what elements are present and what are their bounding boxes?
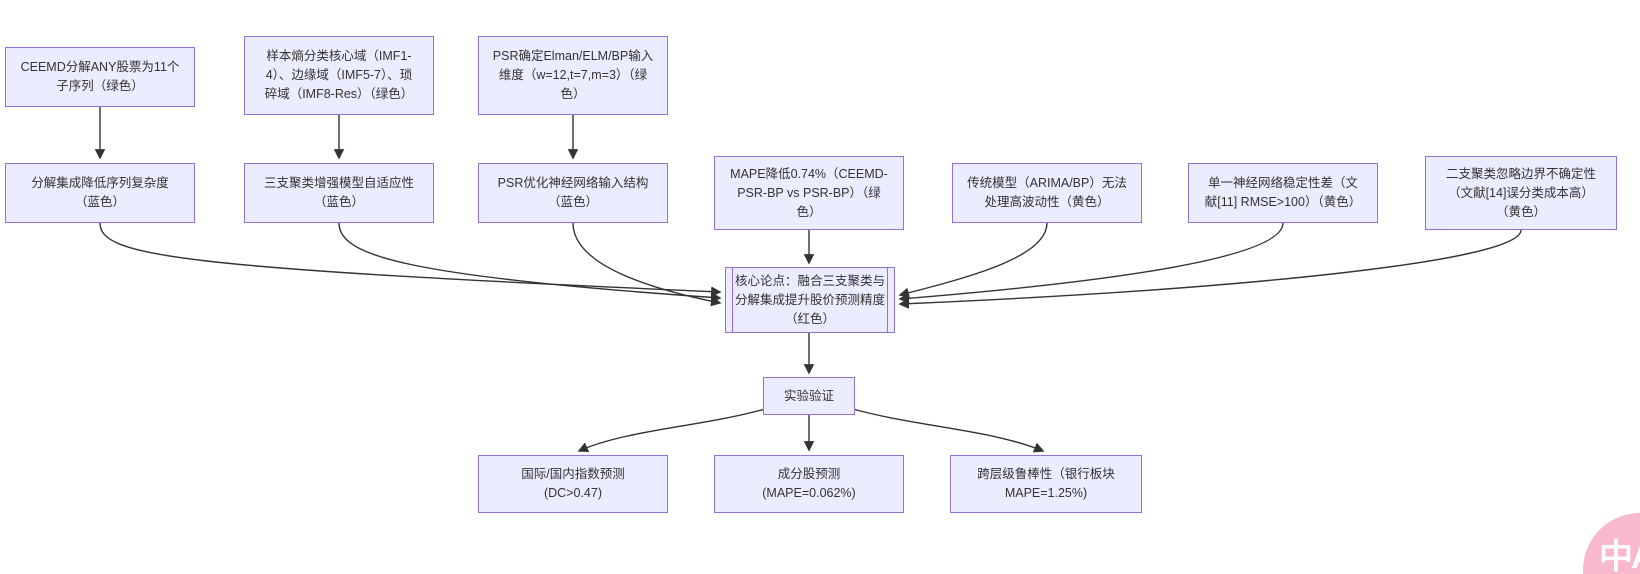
edge-twoway-to-core [898,229,1522,309]
node-mape-reduction: MAPE降低0.74%（CEEMD- PSR-BP vs PSR-BP）（绿 色… [714,156,904,230]
edge-singlenn-to-core [898,222,1284,304]
node-two-way-limit: 二支聚类忽略边界不确定性 （文献[14]误分类成本高） （黄色） [1425,156,1617,230]
node-three-way-benefit: 三支聚类增强模型自适应性 （蓝色） [244,163,434,223]
edge-traditional-to-core [898,222,1048,298]
node-ceemd-decompose: CEEMD分解ANY股票为11个 子序列（绿色） [5,47,195,107]
node-core-thesis: 核心论点：融合三支聚类与 分解集成提升股价预测精度 （红色） [725,267,895,333]
edge-decomposition-to-core [99,222,722,297]
node-robustness: 跨层级鲁棒性（银行板块 MAPE=1.25%) [950,455,1142,513]
edge-experiment-to-robustness [852,408,1045,453]
translate-badge-label: 中A [1599,538,1640,574]
node-psr-dimension: PSR确定Elman/ELM/BP输入 维度（w=12,t=7,m=3）（绿 色… [478,36,668,115]
node-component-prediction: 成分股预测 (MAPE=0.062%) [714,455,904,513]
node-experiment-validation: 实验验证 [763,377,855,415]
edge-threeway-to-core [338,222,722,303]
node-psr-benefit: PSR优化神经网络输入结构 （蓝色） [478,163,668,223]
node-traditional-limit: 传统模型（ARIMA/BP）无法 处理高波动性（黄色） [952,163,1142,223]
node-index-prediction: 国际/国内指数预测 (DC>0.47) [478,455,668,513]
node-single-nn-limit: 单一神经网络稳定性差（文 献[11] RMSE>100）（黄色） [1188,163,1378,223]
core-thesis-label: 核心论点：融合三支聚类与 分解集成提升股价预测精度 （红色） [734,273,885,326]
node-sample-entropy: 样本熵分类核心域（IMF1- 4）、边缘域（IMF5-7）、琐 碎域（IMF8-… [244,36,434,115]
edge-experiment-to-index [577,408,766,453]
node-decomposition-benefit: 分解集成降低序列复杂度 （蓝色） [5,163,195,223]
edge-psrbenefit-to-core [572,222,722,307]
